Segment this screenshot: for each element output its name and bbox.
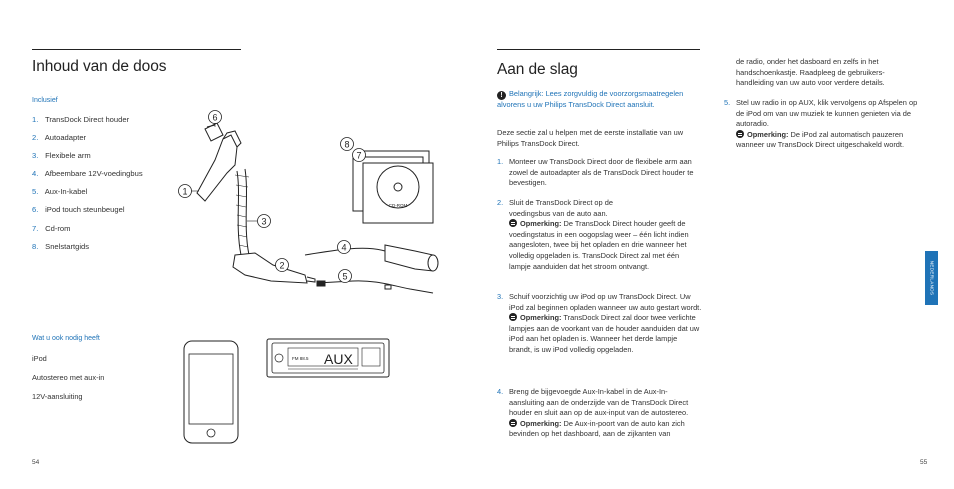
callout-4 [337,240,351,254]
page-number-right: 55 [920,459,928,466]
ipod-home-button [206,428,216,438]
callout-6-label: 6 [212,112,217,122]
page-number-left: 54 [32,459,40,466]
holder-drawing [196,134,238,202]
step-1: 1. Monteer uw TransDock Direct door de f… [497,157,694,188]
step-2: 2. Sluit de TransDock Direct op de voedi… [497,198,702,272]
needed-heading: Wat u ook nodig heeft [32,335,100,342]
title-rule-left [32,49,241,50]
note-icon [509,219,517,228]
note-icon [509,313,517,322]
callout-7-label: 7 [356,150,361,160]
callout-4-label: 4 [341,242,346,252]
step-5: 5. Stel uw radio in op AUX, klik vervolg… [724,98,924,151]
title-rule-right [497,49,700,50]
callout-3 [257,214,271,228]
page-title-right: Aan de slag [497,61,578,78]
list-item: 1. TransDock Direct houder [32,115,130,124]
language-tab: NEDERLANDS [925,251,938,305]
callout-8 [340,137,354,151]
holder-back [222,130,242,148]
list-item: 4. Afbeembare 12V-voedingbus [32,169,143,179]
cd-rom-label: CD-ROM [389,203,408,208]
note-icon [736,129,744,138]
needed-item-stereo: Autostereo met aux-in [32,373,105,382]
callout-5-label: 5 [342,271,347,281]
step-2-note: Opmerking: De TransDock Direct houder ge… [509,219,689,271]
important-notice: !Belangrijk: Lees zorgvuldig de voorzorg… [497,89,684,109]
intro-text: Deze sectie zal u helpen met de eerste i… [497,128,684,148]
list-item: 8. Snelstartgids [32,241,90,251]
aux-cable-drawing [316,280,434,294]
step-4-continuation: de radio, onder het dasboard en zelfs in… [736,57,885,88]
list-item: 7. Cd-rom [32,223,71,233]
contents-list: 1. TransDock Direct houder 2. Autoadapte… [32,115,143,260]
list-item: 2. Autoadapter [32,133,87,143]
callout-5 [338,269,352,283]
callout-7 [352,148,366,162]
note-icon [509,418,517,427]
car-adapter-drawing [232,252,308,284]
step-3: 3. Schuif voorzichtig uw iPod op uw Tran… [497,292,702,354]
stereo-aux-label: AUX [324,351,353,367]
flexible-arm-drawing [236,168,250,256]
callout-3-label: 3 [261,216,266,226]
list-item: 5. Aux-In-kabel [32,187,88,197]
list-item: 3. Flexibele arm [32,151,91,161]
stereo-display-text: FM 88.5 [292,356,309,361]
callout-2 [275,258,289,272]
important-icon: ! [497,91,506,100]
ipod-illustration [183,340,239,444]
step-4-note: Opmerking: De Aux-in-poort van de auto k… [509,418,685,439]
product-illustration: CD-ROM 1 6 3 2 8 7 4 5 [178,110,439,294]
needed-item-12v: 12V-aansluiting [32,392,83,401]
callout-2-label: 2 [279,260,284,270]
included-heading: Inclusief [32,97,58,104]
callout-1-label: 1 [182,186,187,196]
step-3-note: Opmerking: TransDock Direct zal door twe… [509,313,700,354]
callout-8-label: 8 [344,139,349,149]
step-4: 4. Breng de bijgevoegde Aux-In-kabel in … [497,387,702,440]
step-5-note: Opmerking: De iPod zal automatisch pauze… [736,129,905,150]
page-title-left: Inhoud van de doos [32,58,167,75]
needed-item-ipod: iPod [32,354,47,363]
car-stereo-illustration: FM 88.5 AUX [266,338,390,378]
list-item: 6. iPod touch steunbeugel [32,205,125,215]
